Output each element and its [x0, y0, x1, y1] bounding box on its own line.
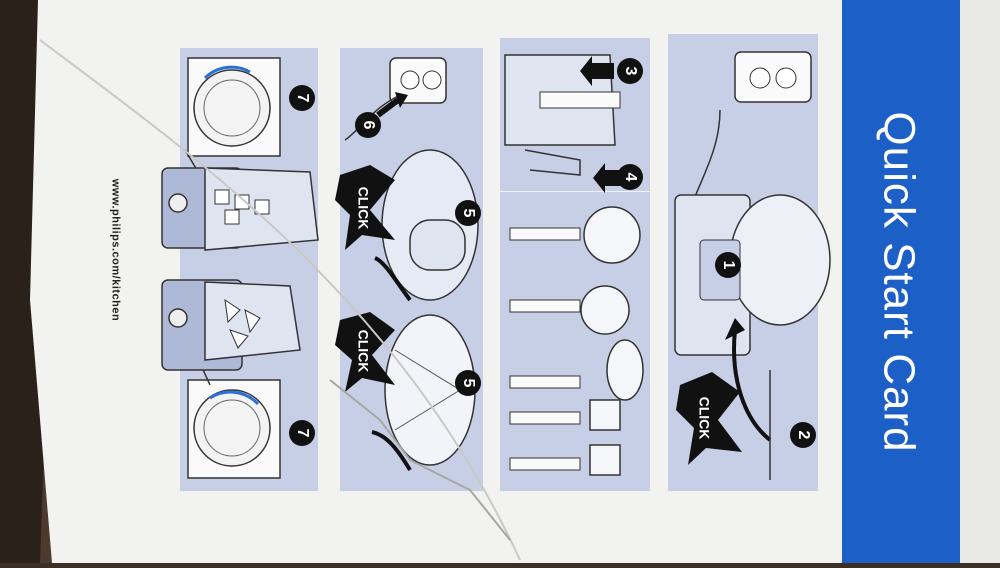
right-margin: [960, 0, 1000, 563]
juicer-cone-base: [409, 219, 466, 271]
ice-cube-4: [224, 209, 240, 225]
rotate-arrow-1: [374, 256, 412, 302]
disc-accessory: [580, 285, 630, 335]
dial-top-inner: [203, 79, 261, 137]
lock-arrow: [732, 329, 772, 442]
shaft-1: [509, 227, 581, 241]
shaft-2: [509, 299, 581, 313]
dial-bottom-arc: [209, 390, 260, 406]
dial-top: [193, 69, 271, 147]
step-number-3: 3: [617, 58, 643, 84]
box-crease: [39, 39, 521, 561]
appliance-bowl: [729, 194, 831, 326]
socket-hole-3: [749, 67, 771, 89]
blade-accessory: [589, 399, 621, 431]
card-title: Quick Start Card: [875, 110, 924, 453]
socket-hole-2: [422, 70, 442, 90]
fruit-chunk-3: [229, 329, 249, 349]
insert-arrow-head-4: [593, 163, 605, 193]
click-burst-2: [335, 312, 395, 392]
click-burst-1: [335, 165, 395, 250]
click-label-3: CLICK: [696, 396, 713, 440]
blender-knob-2: [168, 308, 188, 328]
shaft-3: [509, 375, 581, 389]
socket-hole-1: [400, 70, 420, 90]
shaft-attachment: [539, 91, 621, 109]
socket-outlet-2: [734, 51, 812, 103]
ice-cube-1: [214, 189, 230, 205]
dough-hook-accessory: [589, 444, 621, 476]
click-label-2: CLICK: [355, 329, 372, 373]
shaft-5: [509, 457, 581, 471]
insert-arrow-head-3: [580, 56, 592, 86]
citrus-cone-accessory: [583, 206, 641, 264]
step-number-5-bottom: 5: [455, 370, 481, 396]
step-number-4: 4: [617, 164, 643, 190]
click-label-1: CLICK: [355, 186, 372, 230]
shaft-4: [509, 411, 581, 425]
step-number-1: 1: [715, 252, 741, 278]
step-number-6: 6: [355, 112, 381, 138]
step-number-7-bottom: 7: [289, 420, 315, 446]
ice-cube-2: [234, 194, 250, 210]
blender-knob-1: [168, 193, 188, 213]
fruit-chunk-1: [224, 298, 241, 324]
plug-arrow-head-1: [395, 92, 408, 108]
blue-stripe: [842, 0, 960, 563]
fruit-chunk-2: [244, 309, 261, 334]
box-tear: [329, 379, 511, 541]
motor-stand: [524, 149, 581, 176]
dial-bottom: [193, 389, 271, 467]
socket-hole-4: [775, 67, 797, 89]
dial-top-arc: [203, 65, 251, 80]
step-number-7-top: 7: [289, 85, 315, 111]
rotate-arrow-2: [371, 430, 412, 472]
click-burst-3: [676, 372, 742, 465]
dial-bottom-inner: [203, 399, 261, 457]
step-number-5-top: 5: [455, 200, 481, 226]
insert-arrow-shaft-3: [592, 63, 614, 79]
website-url: www.philips.com/kitchen: [109, 178, 122, 322]
shaft-list: [509, 227, 581, 471]
whisk-accessory: [606, 339, 644, 401]
plug-arrow-1: [376, 97, 400, 118]
step-number-2: 2: [790, 422, 816, 448]
ice-cube-3: [254, 199, 270, 215]
lock-arrow-head: [725, 318, 745, 340]
